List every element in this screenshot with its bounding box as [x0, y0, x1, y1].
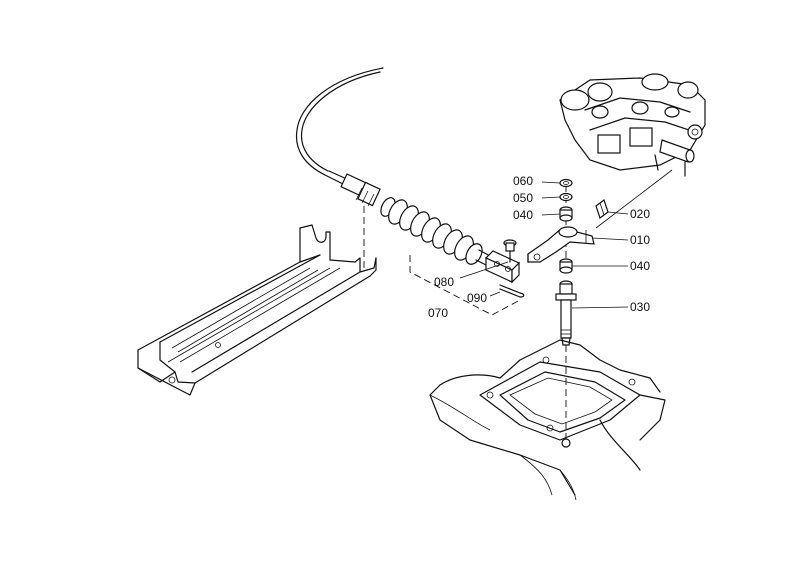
clevis-pin — [503, 239, 517, 263]
split-pin — [499, 284, 525, 298]
lower-spacer — [559, 258, 573, 274]
callout-090: 090 — [467, 291, 487, 305]
pivot-shaft — [555, 280, 577, 346]
chassis-floor — [429, 339, 666, 501]
control-valve — [559, 73, 706, 229]
callout-080: 080 — [434, 275, 454, 289]
callout-060: 060 — [513, 174, 533, 188]
control-cable — [295, 67, 384, 186]
callout-040-upper: 040 — [513, 208, 533, 222]
leader-lines — [459, 181, 629, 309]
cable-bellows — [380, 197, 493, 267]
callout-030: 030 — [630, 300, 650, 314]
callout-010: 010 — [630, 233, 650, 247]
clevis — [484, 250, 521, 284]
control-lever — [527, 226, 595, 263]
pin-020 — [595, 199, 609, 219]
mounting-rail — [137, 224, 377, 396]
callout-020: 020 — [630, 207, 650, 221]
assembly-bracket — [409, 255, 521, 316]
callout-070: 070 — [428, 306, 448, 320]
cable-end-fitting — [340, 173, 381, 207]
callout-040-lower: 040 — [630, 259, 650, 273]
washer-stack — [559, 178, 573, 222]
callout-050: 050 — [513, 191, 533, 205]
